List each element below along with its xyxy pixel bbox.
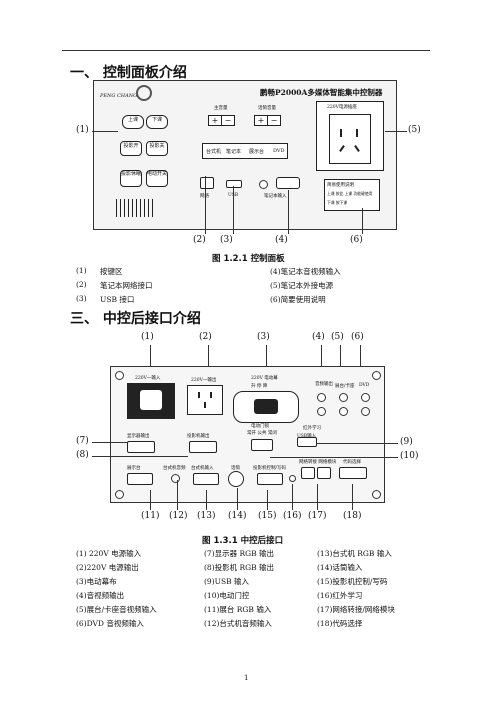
projector-off-button[interactable]: 投影关 xyxy=(146,141,168,156)
av-jack-grid: 音频输出 展台/卡座 DVD xyxy=(315,381,375,421)
callout-r14: (14) xyxy=(228,511,247,521)
network-port-1[interactable] xyxy=(301,467,315,479)
av-jack[interactable] xyxy=(361,393,370,402)
callout-r7: (7) xyxy=(76,436,89,446)
panel-title: 鹏畅P2000A多媒体智能集中控制器 xyxy=(260,88,383,97)
rear-panel-figure: 220V一输入 220V一输出 220V 电动幕 升 停 降 音频输出 展台/卡… xyxy=(110,366,385,503)
main-volume-up-button[interactable]: + xyxy=(208,115,222,126)
callout-r16: (16) xyxy=(283,511,302,521)
callout-3: (3) xyxy=(220,235,233,245)
projector-sleep-button[interactable]: 投影休眠 xyxy=(120,170,142,187)
callout-4: (4) xyxy=(275,235,288,245)
callout-r3: (3) xyxy=(257,332,270,342)
main-volume-down-button[interactable]: − xyxy=(221,115,235,126)
usb-port[interactable] xyxy=(226,180,242,188)
class-start-button[interactable]: 上课 xyxy=(122,115,144,129)
top-rule xyxy=(62,50,430,51)
source-laptop-button[interactable]: 笔记本 xyxy=(226,149,242,155)
logo-mark-icon xyxy=(136,85,152,101)
desk-vga-port[interactable] xyxy=(193,473,219,485)
callout-r5: (5) xyxy=(331,332,344,342)
callout-5-line xyxy=(385,131,407,132)
source-selector: 台式机 笔记本 展示台 DVD xyxy=(202,143,288,159)
callout-r9: (9) xyxy=(400,437,413,447)
callout-r18: (18) xyxy=(343,511,362,521)
booth-vga-port[interactable] xyxy=(127,473,153,485)
figure-caption-1: 图 1.2.1 控制面板 xyxy=(212,254,285,264)
callout-1-line xyxy=(92,131,118,132)
usb-input-port[interactable] xyxy=(297,437,317,447)
desk-audio-jack[interactable] xyxy=(171,474,180,483)
callout-r15: (15) xyxy=(258,511,277,521)
av-jack[interactable] xyxy=(317,393,326,402)
power-output-socket[interactable] xyxy=(187,385,223,415)
main-volume-label: 主音量 xyxy=(214,106,228,111)
callout-r17: (17) xyxy=(308,511,327,521)
page-number: 1 xyxy=(244,674,249,682)
callout-1: (1) xyxy=(76,125,89,135)
power-input-socket[interactable] xyxy=(127,383,175,419)
laptop-input-label: 笔记本输入 xyxy=(264,194,287,199)
section-heading-rear-interface: 三、 中控后接口介绍 xyxy=(70,311,201,327)
quick-manual: 简易使用说明 上课 按此 上课 功能键使用 下课 按下课 xyxy=(324,179,380,211)
callout-4-line xyxy=(288,190,289,234)
projector-vga-port[interactable] xyxy=(189,441,217,453)
callout-r2: (2) xyxy=(199,332,212,342)
class-end-button[interactable]: 下课 xyxy=(146,115,168,129)
callout-3-line xyxy=(233,186,234,234)
power-socket-icon xyxy=(329,114,371,164)
mic-volume-label: 话筒音量 xyxy=(258,106,276,111)
callout-r11: (11) xyxy=(141,511,160,521)
brand-logo: PENG CHANG xyxy=(100,85,152,103)
projector-control-port[interactable] xyxy=(257,473,283,485)
audio-jack[interactable] xyxy=(259,180,268,189)
network-port-2[interactable] xyxy=(317,467,331,479)
callout-r8: (8) xyxy=(76,450,89,460)
section-heading-control-panel: 一、 控制面板介绍 xyxy=(70,65,187,81)
power-socket-frame: 220V电源插座 xyxy=(316,101,384,171)
vent-slots xyxy=(116,199,156,217)
callout-r12: (12) xyxy=(169,511,188,521)
callout-r6: (6) xyxy=(351,332,364,342)
figure-caption-2: 图 1.3.1 中控后接口 xyxy=(202,536,284,546)
source-dvd-button[interactable]: DVD xyxy=(273,148,285,154)
ir-learning-sensor xyxy=(289,475,296,482)
mic-volume-up-button[interactable]: + xyxy=(254,115,268,126)
network-port-label: 网络 xyxy=(200,194,209,199)
callout-2-line xyxy=(205,176,206,234)
mic-volume-down-button[interactable]: − xyxy=(267,115,281,126)
power-switch-button[interactable]: 电动开关 xyxy=(146,170,168,187)
av-jack[interactable] xyxy=(339,393,348,402)
mic-jack[interactable] xyxy=(228,471,244,487)
callout-6: (6) xyxy=(350,235,363,245)
callout-2: (2) xyxy=(193,235,206,245)
display-vga-port[interactable] xyxy=(127,441,155,453)
callout-r1: (1) xyxy=(141,332,154,342)
control-panel-figure: PENG CHANG 鹏畅P2000A多媒体智能集中控制器 上课 下课 投影开 … xyxy=(93,80,397,230)
projector-on-button[interactable]: 投影开 xyxy=(120,141,142,156)
source-desktop-button[interactable]: 台式机 xyxy=(206,149,222,155)
screen-control-socket[interactable] xyxy=(233,391,299,423)
av-jack[interactable] xyxy=(317,407,326,416)
network-port[interactable] xyxy=(200,177,214,189)
av-jack[interactable] xyxy=(339,407,348,416)
callout-6-line xyxy=(362,208,363,234)
callout-5: (5) xyxy=(408,125,421,135)
source-booth-button[interactable]: 展示台 xyxy=(249,149,265,155)
av-jack[interactable] xyxy=(361,407,370,416)
callout-r10: (10) xyxy=(400,451,419,461)
code-dip-switch[interactable] xyxy=(339,467,367,479)
laptop-vga-port[interactable] xyxy=(276,177,300,189)
door-control-terminal[interactable] xyxy=(251,439,273,451)
callout-r13: (13) xyxy=(197,511,216,521)
callout-r4: (4) xyxy=(312,332,325,342)
